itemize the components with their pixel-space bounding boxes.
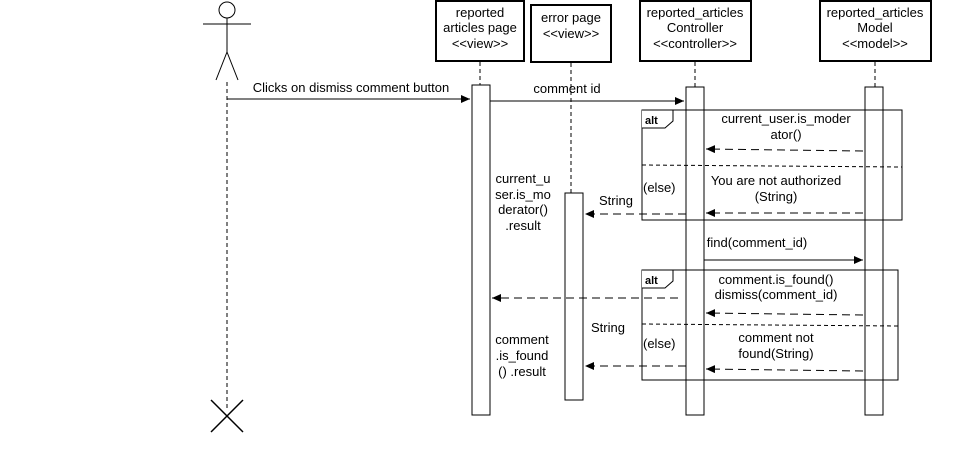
participant-model-line-1: reported_articles bbox=[827, 5, 924, 20]
message-label-line-2: dismiss(comment_id) bbox=[715, 287, 838, 302]
participant-controller-line-3: <<controller>> bbox=[653, 36, 737, 51]
message-comment-not-found: comment not found(String) bbox=[705, 330, 864, 374]
alt-fragment-1: alt (else) bbox=[641, 109, 903, 221]
participant-view: reported articles page <<view>> bbox=[435, 0, 525, 62]
participant-controller: reported_articles Controller <<controlle… bbox=[639, 0, 752, 62]
message-string-label: String bbox=[591, 320, 625, 335]
participant-view-line-2: articles page bbox=[443, 20, 517, 35]
message-label: Clicks on dismiss comment button bbox=[253, 80, 450, 95]
note-line-2: ser.is_mo bbox=[495, 187, 551, 202]
message-find-comment: find(comment_id) bbox=[704, 235, 863, 264]
alt-2-separator bbox=[641, 323, 899, 327]
message-string-to-error: String bbox=[585, 193, 686, 218]
note-line-3: derator() bbox=[498, 202, 548, 217]
note-is-found-result: comment .is_found () .result bbox=[495, 332, 549, 379]
message-clicks-dismiss: Clicks on dismiss comment button bbox=[227, 80, 470, 103]
message-is-found-dismiss: comment.is_found() dismiss(comment_id) bbox=[705, 272, 864, 318]
activation-model bbox=[864, 86, 884, 416]
alt-1-operator: alt bbox=[645, 115, 658, 127]
participant-view-line-3: <<view>> bbox=[452, 36, 508, 51]
message-label-line-1: comment not bbox=[738, 330, 814, 345]
actor-user bbox=[203, 1, 251, 81]
participant-view-line-1: reported bbox=[456, 5, 504, 20]
participant-controller-line-2: Controller bbox=[667, 20, 724, 35]
message-label-line-2: found(String) bbox=[738, 346, 813, 361]
note-line-3: () .result bbox=[498, 364, 546, 379]
activation-controller bbox=[685, 86, 705, 416]
note-line-1: comment bbox=[495, 332, 549, 347]
note-line-4: .result bbox=[505, 218, 541, 233]
alt-2-operator: alt bbox=[645, 275, 658, 287]
actor-head bbox=[218, 1, 236, 19]
note-line-1: current_u bbox=[496, 171, 551, 186]
message-label: String bbox=[599, 193, 633, 208]
actor-leg-left bbox=[215, 51, 228, 81]
message-is-moderator: current_user.is_moder ator() bbox=[705, 111, 864, 154]
message-label-line-1: You are not authorized bbox=[711, 173, 841, 188]
participant-error-line-2: <<view>> bbox=[543, 26, 599, 41]
participant-controller-line-1: reported_articles bbox=[647, 5, 744, 20]
message-label: find(comment_id) bbox=[707, 235, 807, 250]
actor-leg-right bbox=[226, 51, 239, 81]
note-line-2: .is_found bbox=[496, 348, 549, 363]
message-label-line-1: comment.is_found() bbox=[719, 272, 834, 287]
message-label-line-2: ator() bbox=[770, 127, 801, 142]
participant-model-line-3: <<model>> bbox=[842, 36, 908, 51]
participant-model-line-2: Model bbox=[857, 20, 893, 35]
alt-2-else: (else) bbox=[643, 336, 676, 351]
message-not-authorized: You are not authorized (String) bbox=[706, 173, 863, 217]
message-comment-id: comment id bbox=[490, 81, 684, 105]
message-label: comment id bbox=[533, 81, 600, 96]
message-label-line-1: current_user.is_moder bbox=[721, 111, 851, 126]
actor-destroy-mark bbox=[210, 399, 244, 433]
activation-view bbox=[471, 84, 491, 416]
participant-error-line-1: error page bbox=[541, 10, 601, 25]
participant-model: reported_articles Model <<model>> bbox=[819, 0, 932, 62]
message-label-line-2: (String) bbox=[755, 189, 798, 204]
alt-1-separator bbox=[641, 164, 903, 168]
participant-error-page: error page <<view>> bbox=[530, 4, 612, 63]
activation-error-page bbox=[564, 192, 584, 401]
note-moderator-result: current_u ser.is_mo derator() .result bbox=[495, 171, 551, 233]
alt-1-else: (else) bbox=[643, 180, 676, 195]
alt-fragment-2: alt (else) bbox=[641, 269, 899, 381]
